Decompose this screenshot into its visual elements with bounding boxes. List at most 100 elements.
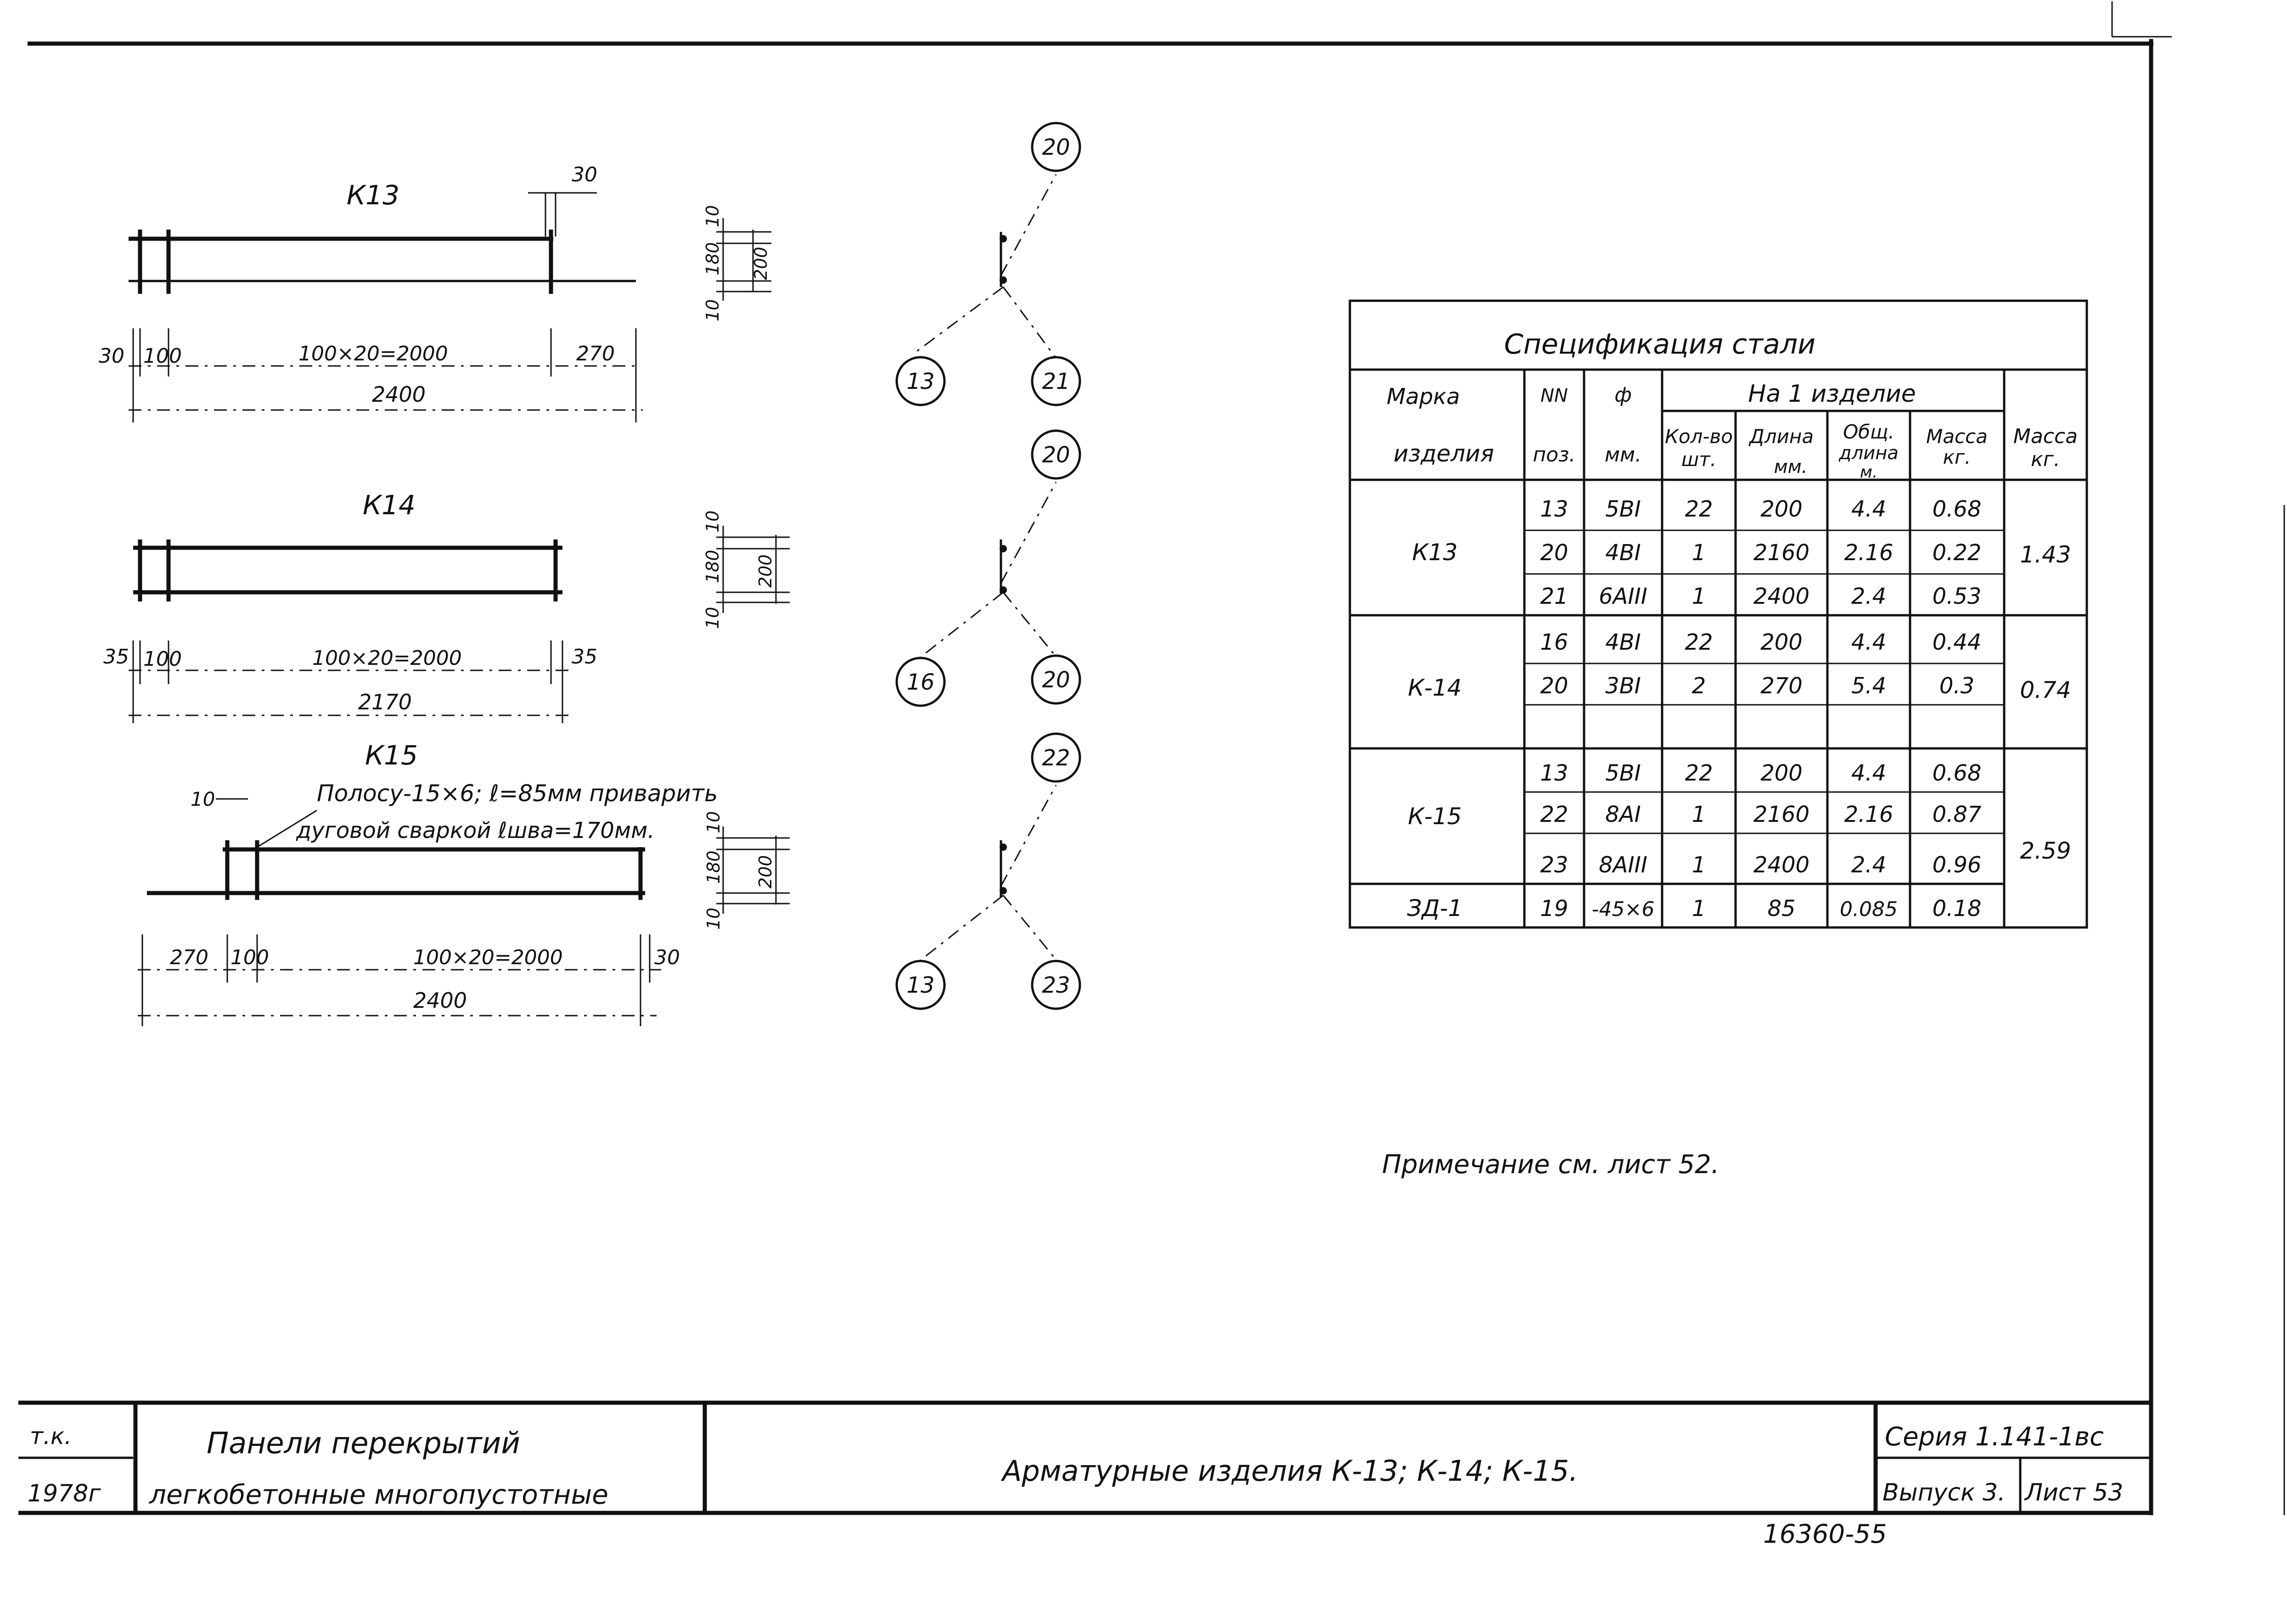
cell-dia: 4ВI (1605, 629, 1641, 655)
cell-dia: 8АIII (1599, 852, 1647, 878)
k14-drawing: К14 35 100 100×20=2000 35 2170 10 180 10… (103, 489, 790, 723)
k15-sec-middle: 180 (703, 850, 724, 884)
cell-pos: 22 (1540, 802, 1568, 827)
cell-mass: 0.87 (1933, 802, 1982, 827)
group-k13-mark: К13 (1412, 539, 1457, 566)
k13-dim-pitch: 100 (143, 344, 182, 368)
cell-mass: 0.3 (1939, 673, 1974, 699)
group-k13-total-mass: 1.43 (2020, 541, 2071, 568)
note-text: Примечание см. лист 52. (1382, 1150, 1719, 1180)
tb-sheet: Лист 53 (2024, 1479, 2123, 1506)
cell-total-len: 2.16 (1844, 802, 1894, 827)
cell-mass: 0.22 (1933, 540, 1982, 566)
hdr-mass-2: кг. (1943, 446, 1971, 468)
k15-note-line2: дуговой сваркой ℓшва=170мм. (296, 818, 655, 843)
hdr-mark-1: Марка (1387, 384, 1460, 410)
cell-pos: 21 (1540, 584, 1568, 609)
table-row: 22 8АI 1 2160 2.16 0.87 (1540, 802, 1981, 827)
table-row: 13 5ВI 22 200 4.4 0.68 (1540, 496, 1981, 522)
hdr-per-item: На 1 изделие (1748, 380, 1916, 408)
k14-marker-right: 20 (1042, 667, 1070, 693)
k13-drawing: К13 30 30 100 100×20=2000 270 2400 (99, 163, 771, 422)
k13-title: К13 (347, 180, 399, 211)
k13-sec-bottom: 10 (702, 299, 723, 321)
k14-marker-top: 20 (1042, 442, 1070, 468)
cell-qty: 1 (1692, 802, 1706, 827)
k14-dim-main: 100×20=2000 (312, 646, 462, 670)
k15-sec-total: 200 (755, 855, 775, 888)
k15-section-dims: 10 180 10 200 (703, 811, 790, 930)
k13-dim-top: 30 (572, 163, 597, 186)
cell-total-len: 4.4 (1851, 496, 1886, 522)
tb-issue: Выпуск 3. (1882, 1479, 2006, 1506)
k14-sec-total: 200 (755, 554, 775, 588)
cell-qty: 2 (1692, 673, 1706, 699)
cell-dia: 5ВI (1605, 496, 1641, 522)
hdr-mtotal-2: кг. (2031, 448, 2060, 471)
k13-dim-left: 30 (99, 344, 124, 368)
cell-dia: 5ВI (1605, 760, 1641, 786)
hdr-mtotal-1: Масса (2013, 425, 2078, 448)
cell-qty: 1 (1692, 584, 1706, 609)
cell-len: 200 (1760, 760, 1803, 786)
group-k14-mark: К-14 (1408, 674, 1461, 701)
cell-len: 2160 (1753, 802, 1809, 827)
k13-dim-total: 2400 (372, 382, 426, 407)
table-row: ЗД-1 19 -45×6 1 85 0.085 0.18 (1407, 895, 1982, 922)
cell-qty: 22 (1685, 629, 1713, 655)
k13-sec-total: 200 (751, 247, 771, 280)
cell-len: 2400 (1753, 852, 1809, 878)
table-row: 20 4ВI 1 2160 2.16 0.22 (1540, 540, 1981, 566)
cell-mass: 0.68 (1933, 496, 1982, 522)
cell-dia: 6АIII (1599, 584, 1647, 609)
tb-drawing-title: Арматурные изделия К-13; К-14; К-15. (1000, 1454, 1578, 1488)
cell-len: 2400 (1753, 584, 1809, 609)
k14-sec-bottom: 10 (702, 607, 723, 629)
tb-project-line1: Панели перекрытий (207, 1427, 520, 1461)
k14-title: К14 (363, 489, 416, 521)
k13-section-dims: 10 180 10 200 (702, 205, 771, 321)
title-block: т.к. 1978г Панели перекрытий легкобетонн… (18, 1400, 2151, 1515)
k13-marker-top: 20 (1042, 135, 1070, 160)
cell-pos: 13 (1540, 760, 1568, 786)
k13-marker-left: 13 (906, 369, 934, 394)
hdr-qty-2: шт. (1681, 448, 1716, 471)
cell-dia: 3ВI (1605, 673, 1641, 699)
cell-mass: 0.53 (1933, 584, 1982, 609)
table-row: 23 8АIII 1 2400 2.4 0.96 (1540, 852, 1981, 878)
hdr-len-1: Длина (1748, 425, 1814, 448)
k14-marker-left: 16 (906, 669, 934, 695)
k14-section-marker: 20 16 20 (895, 429, 1081, 707)
k15-dim-left: 270 (170, 946, 208, 969)
cell-len: 200 (1760, 496, 1803, 522)
k13-dim-main: 100×20=2000 (298, 342, 448, 365)
cell-total-len: 2.16 (1844, 540, 1894, 566)
cell-qty: 1 (1692, 852, 1706, 878)
spec-table: Спецификация стали Марка изделия NN поз.… (1349, 299, 2088, 929)
k15-marker-right: 23 (1042, 972, 1070, 998)
table-row: 20 3ВI 2 270 5.4 0.3 (1540, 673, 1974, 699)
hdr-pos-1: NN (1540, 385, 1568, 406)
cell-pos: 20 (1540, 673, 1568, 699)
group-k15-total-mass: 2.59 (2020, 837, 2071, 864)
k15-marker-left: 13 (906, 972, 934, 998)
tb-org: т.к. (30, 1423, 72, 1450)
k14-sec-top: 10 (702, 511, 723, 533)
k15-sec-bottom: 10 (703, 908, 724, 930)
cell-total-len: 2.4 (1851, 852, 1886, 878)
k15-section-marker: 22 13 23 (895, 732, 1081, 1010)
cell-mass: 0.18 (1933, 896, 1982, 922)
hdr-tl-1: Общ. (1843, 421, 1894, 443)
hdr-len-2: мм. (1774, 456, 1807, 478)
k14-dim-pitch: 100 (143, 647, 182, 671)
k15-title: К15 (365, 740, 418, 771)
table-row: 13 5ВI 22 200 4.4 0.68 (1540, 760, 1981, 786)
hdr-dia-2: мм. (1605, 443, 1641, 466)
stamp-number: 16360-55 (1763, 1519, 1887, 1549)
hdr-dia-1: ф (1614, 383, 1632, 407)
cell-mark: ЗД-1 (1407, 895, 1463, 922)
cell-pos: 23 (1540, 852, 1568, 878)
cell-pos: 20 (1540, 540, 1568, 566)
cell-pos: 16 (1540, 629, 1568, 655)
